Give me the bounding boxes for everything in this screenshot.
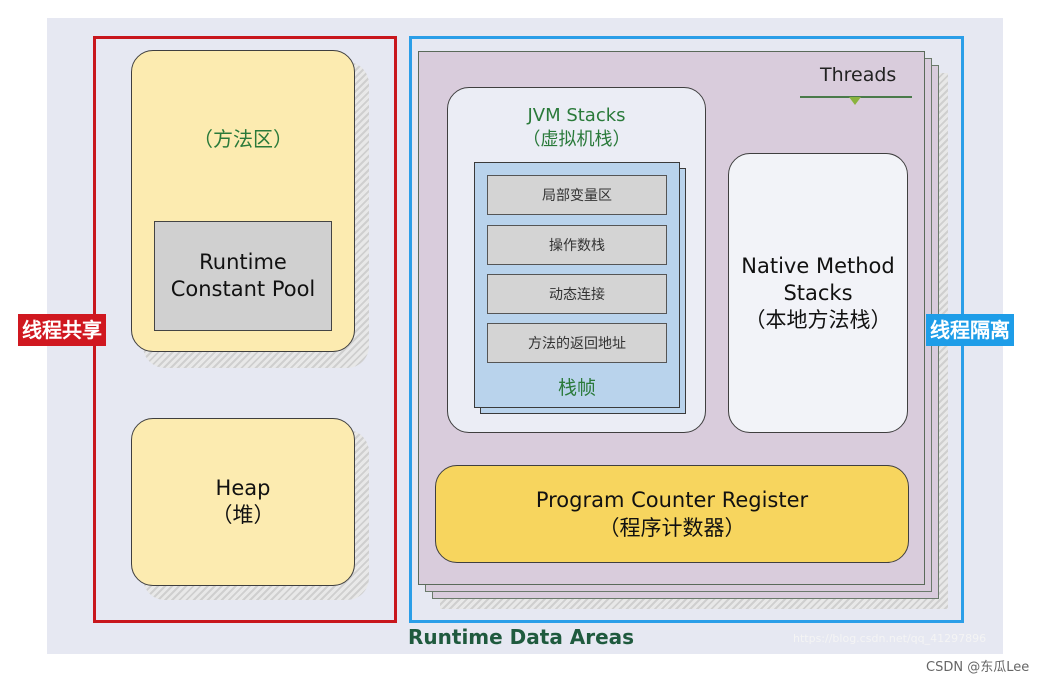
thread-shared-tag: 线程共享 (18, 314, 106, 346)
runtime-constant-pool-line1: Runtime (199, 250, 287, 274)
threads-pointer-icon (849, 97, 861, 105)
heap: Heap （堆） (131, 418, 355, 586)
pc-register-sublabel: （程序计数器） (598, 516, 746, 540)
native-method-stacks-line1: Native Method (741, 253, 895, 278)
frame-slot-return-address: 方法的返回地址 (487, 323, 667, 363)
diagram-title: Runtime Data Areas (408, 625, 635, 649)
native-method-stacks-line2: Stacks (783, 280, 853, 305)
heap-sublabel: （堆） (211, 503, 275, 527)
thread-isolated-frame (409, 36, 964, 623)
native-method-stacks: Native Method Stacks （本地方法栈） (728, 153, 908, 433)
jvm-stacks-sublabel: （虚拟机栈） (522, 129, 631, 150)
threads-label: Threads (820, 64, 897, 86)
runtime-constant-pool-line2: Constant Pool (170, 277, 316, 301)
jvm-stacks-label: JVM Stacks (527, 105, 626, 126)
frame-slot-local-variables: 局部变量区 (487, 175, 667, 215)
blog-watermark: https://blog.csdn.net/qq_41297896 (793, 632, 987, 645)
method-area: （方法区） Runtime Constant Pool (131, 50, 355, 352)
program-counter-register: Program Counter Register （程序计数器） (435, 465, 909, 563)
native-method-stacks-line3: （本地方法栈） (744, 307, 892, 332)
pc-register-label: Program Counter Register (535, 488, 809, 512)
runtime-constant-pool: Runtime Constant Pool (154, 221, 332, 331)
heap-label: Heap (215, 476, 271, 500)
thread-shared-frame (93, 36, 397, 623)
csdn-watermark: CSDN @东瓜Lee (926, 660, 1030, 675)
stack-frame-label: 栈帧 (557, 377, 596, 399)
method-area-label: （方法区） (193, 127, 293, 151)
thread-isolated-tag: 线程隔离 (926, 314, 1014, 346)
stack-frame: 局部变量区 操作数栈 动态连接 方法的返回地址 栈帧 (474, 162, 680, 408)
frame-slot-operand-stack: 操作数栈 (487, 225, 667, 265)
jvm-stacks-title: JVM Stacks （虚拟机栈） (448, 104, 705, 152)
frame-slot-dynamic-linking: 动态连接 (487, 274, 667, 314)
